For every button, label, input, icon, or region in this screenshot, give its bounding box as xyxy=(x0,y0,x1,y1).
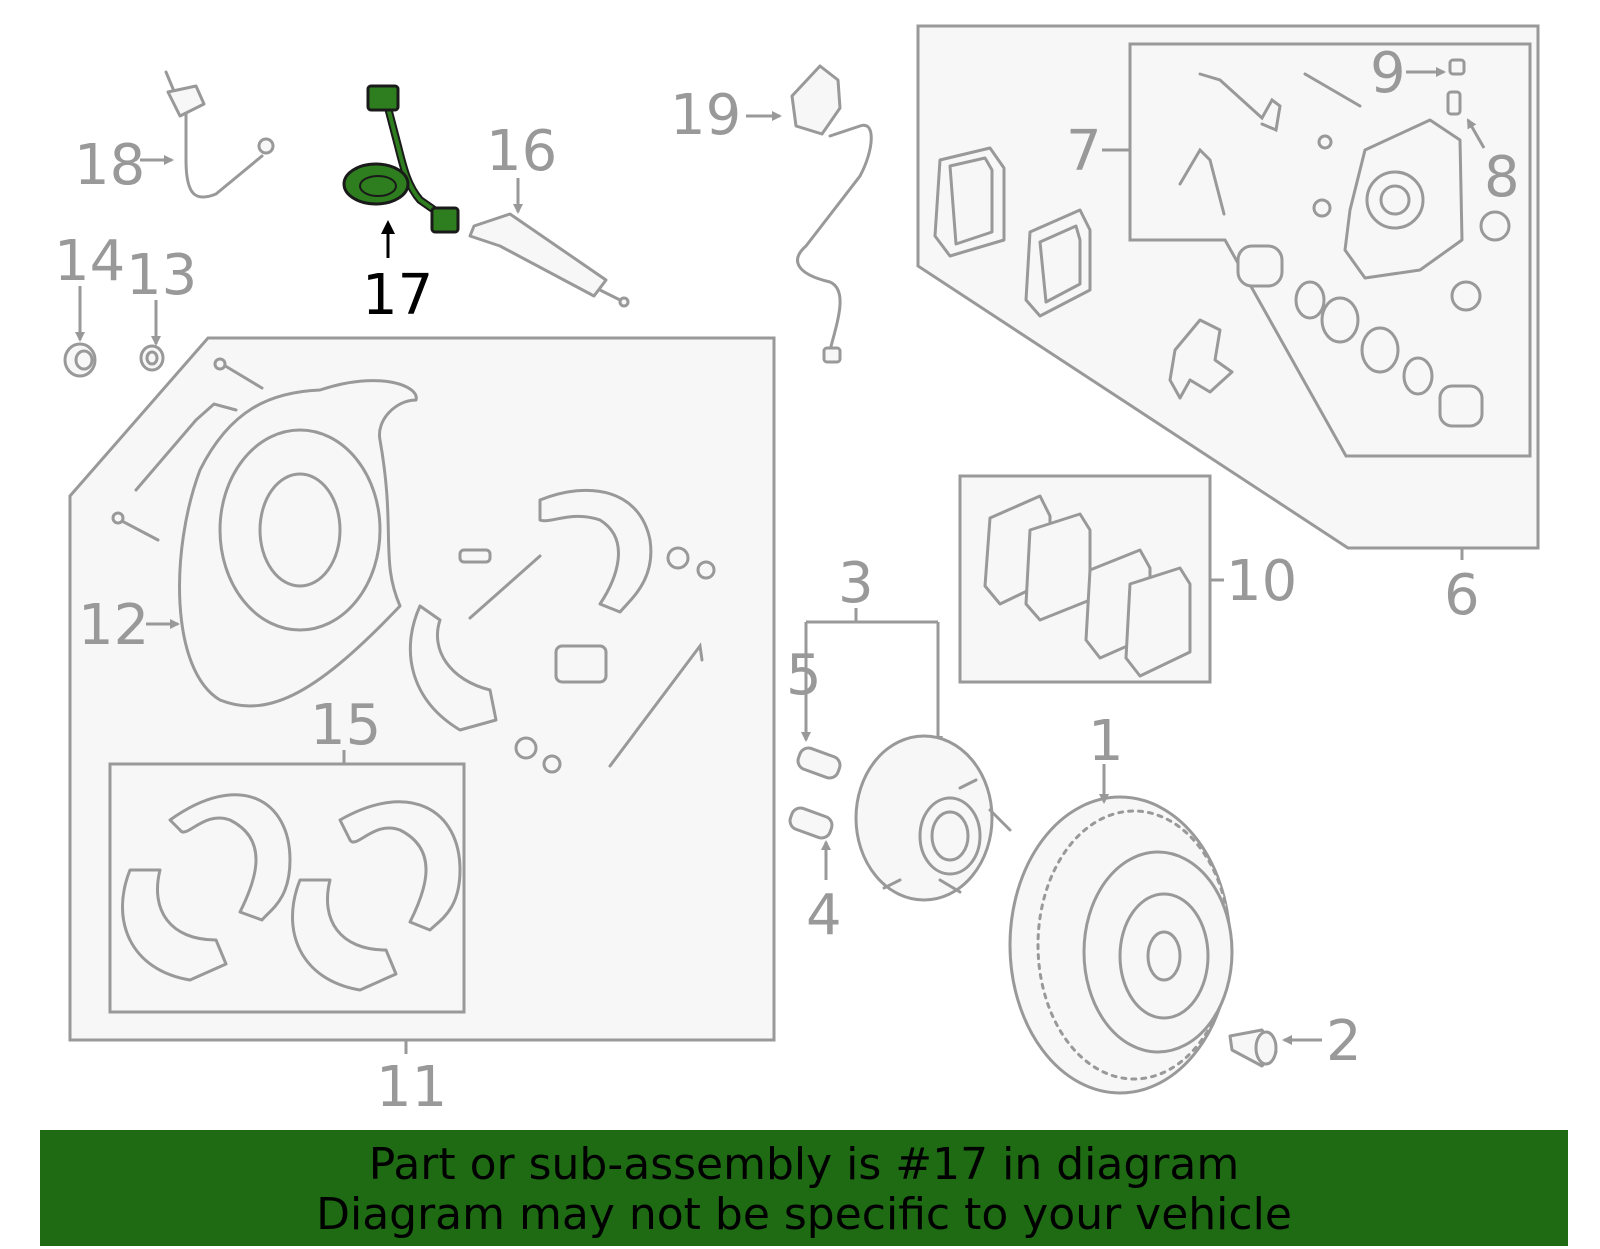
part-info-banner: Part or sub-assembly is #17 in diagram D… xyxy=(40,1130,1568,1246)
callout-12: 12 xyxy=(78,593,149,658)
callout-14: 14 xyxy=(54,229,125,294)
banner-line-1: Part or sub-assembly is #17 in diagram xyxy=(368,1139,1240,1190)
callout-11: 11 xyxy=(376,1055,447,1120)
part-16-cylinder xyxy=(468,212,630,308)
part-14-nut xyxy=(63,342,97,378)
brake-pad-set-box xyxy=(958,474,1224,684)
part-4-bolt xyxy=(788,806,834,840)
callout-18: 18 xyxy=(74,133,145,198)
callout-7: 7 xyxy=(1066,119,1102,184)
adjuster-parts xyxy=(458,546,716,774)
callout-9: 9 xyxy=(1370,41,1406,106)
part-13-washer xyxy=(139,344,165,372)
part-2-screw xyxy=(1228,1028,1278,1068)
hold-down-springs xyxy=(111,357,264,542)
part-17-highlighted xyxy=(342,84,460,234)
banner-line-2: Diagram may not be specific to your vehi… xyxy=(316,1189,1292,1240)
part-5-bolt xyxy=(796,746,842,780)
callout-2: 2 xyxy=(1326,1009,1362,1074)
pad-clip-part xyxy=(1168,318,1234,400)
callout-10: 10 xyxy=(1226,549,1297,614)
leader-arrows xyxy=(75,67,1486,1045)
callout-6: 6 xyxy=(1444,563,1480,628)
part-18-brake-hose xyxy=(164,70,275,199)
dust-shield-part xyxy=(178,379,418,708)
assembly-15-box xyxy=(108,750,466,1014)
callout-17-highlighted: 17 xyxy=(362,263,433,328)
callout-3: 3 xyxy=(838,551,874,616)
callout-13: 13 xyxy=(126,243,197,308)
caliper-bracket-part xyxy=(933,146,1092,318)
part-19-wheel-speed-sensor xyxy=(790,64,873,364)
callout-5: 5 xyxy=(786,643,822,708)
bleeder-screw-part xyxy=(1446,58,1466,116)
part-3-hub-bearing xyxy=(804,608,1012,902)
caliper-internal-parts xyxy=(1178,72,1511,428)
parking-brake-shoes xyxy=(408,488,653,732)
callout-8: 8 xyxy=(1484,145,1520,210)
callout-19: 19 xyxy=(670,83,741,148)
callout-16: 16 xyxy=(486,119,557,184)
part-1-rotor xyxy=(1008,795,1234,1095)
callout-4: 4 xyxy=(806,883,842,948)
callout-1: 1 xyxy=(1088,709,1124,774)
callout-15: 15 xyxy=(310,693,381,758)
